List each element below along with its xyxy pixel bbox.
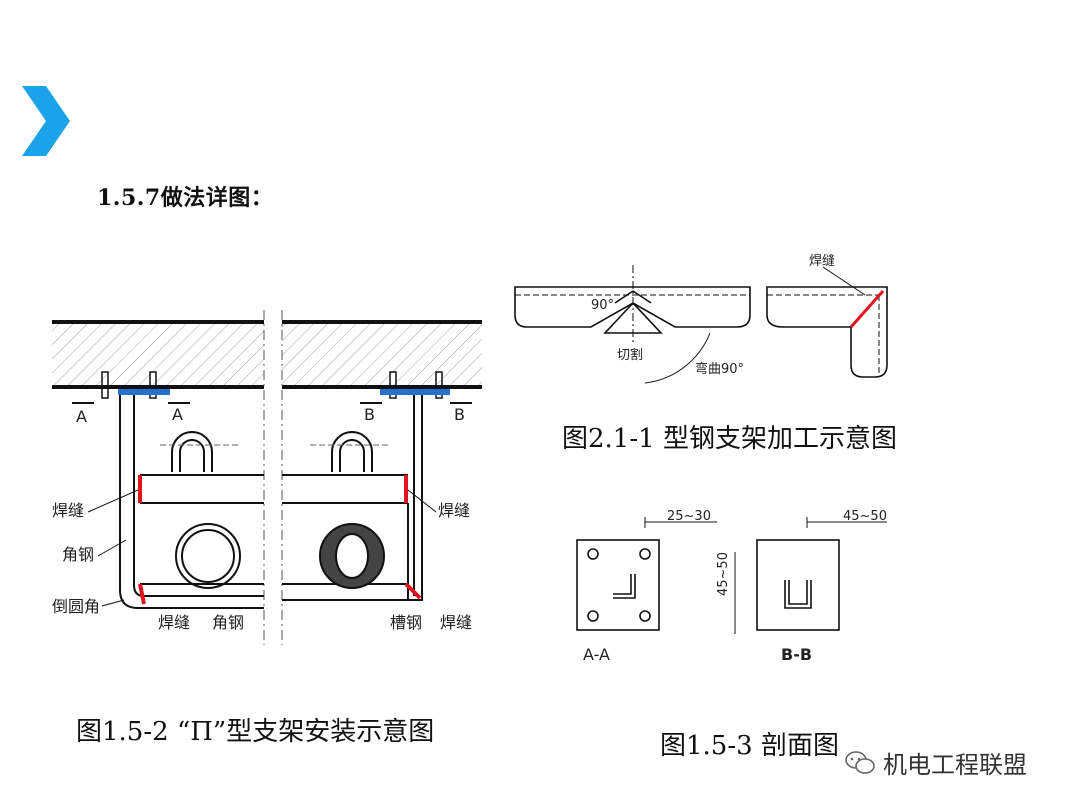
label-weld-left: 焊缝 — [52, 501, 84, 520]
label-a-a: A-A — [583, 645, 610, 664]
caption-pi-support: 图1.5-2 “Π”型支架安装示意图 — [76, 717, 435, 747]
label-cut: 切割 — [617, 347, 643, 363]
label-weld-right: 焊缝 — [438, 501, 470, 520]
label-angle-steel-left: 角钢 — [62, 545, 94, 564]
dim-b-top: 45~50 — [843, 509, 887, 524]
label-weld-top: 焊缝 — [809, 253, 835, 269]
concrete-slab-left — [52, 320, 264, 389]
dim-b-side: 45~50 — [716, 552, 731, 596]
section-mark-a1: A — [76, 407, 87, 426]
label-channel-steel: 槽钢 — [390, 613, 422, 632]
watermark: 机电工程联盟 — [845, 745, 1027, 780]
label-angle: 90° — [591, 298, 614, 313]
caption-processing: 图2.1-1 型钢支架加工示意图 — [562, 424, 897, 454]
caption-section: 图1.5-3 剖面图 — [660, 731, 839, 761]
section-diagram: 25~30 45~50 45~50 A-A B-B — [567, 462, 912, 705]
dim-a: 25~30 — [667, 509, 711, 524]
label-b-b: B-B — [781, 645, 812, 664]
label-angle-steel-bottom: 角钢 — [212, 613, 244, 632]
label-round-corner: 倒圆角 — [52, 597, 100, 616]
concrete-slab-right — [282, 320, 482, 389]
pi-support-diagram: A A B B 焊缝 角钢 倒圆角 焊缝 角钢 焊缝 槽钢 焊缝 — [52, 310, 482, 645]
label-weld-right-bottom: 焊缝 — [440, 613, 472, 632]
label-bend: 弯曲90° — [695, 361, 744, 377]
page-heading: 1.5.7做法详图： — [97, 185, 274, 211]
section-mark-a2: A — [172, 405, 183, 424]
section-mark-b2: B — [454, 405, 465, 424]
wechat-icon — [845, 750, 875, 774]
section-mark-b1: B — [364, 405, 375, 424]
steel-processing-diagram: 90° 切割 弯曲90° 焊缝 — [514, 253, 888, 384]
label-weld-left-bottom: 焊缝 — [158, 613, 190, 632]
chevron-right-icon — [22, 86, 70, 156]
watermark-text: 机电工程联盟 — [883, 751, 1027, 779]
